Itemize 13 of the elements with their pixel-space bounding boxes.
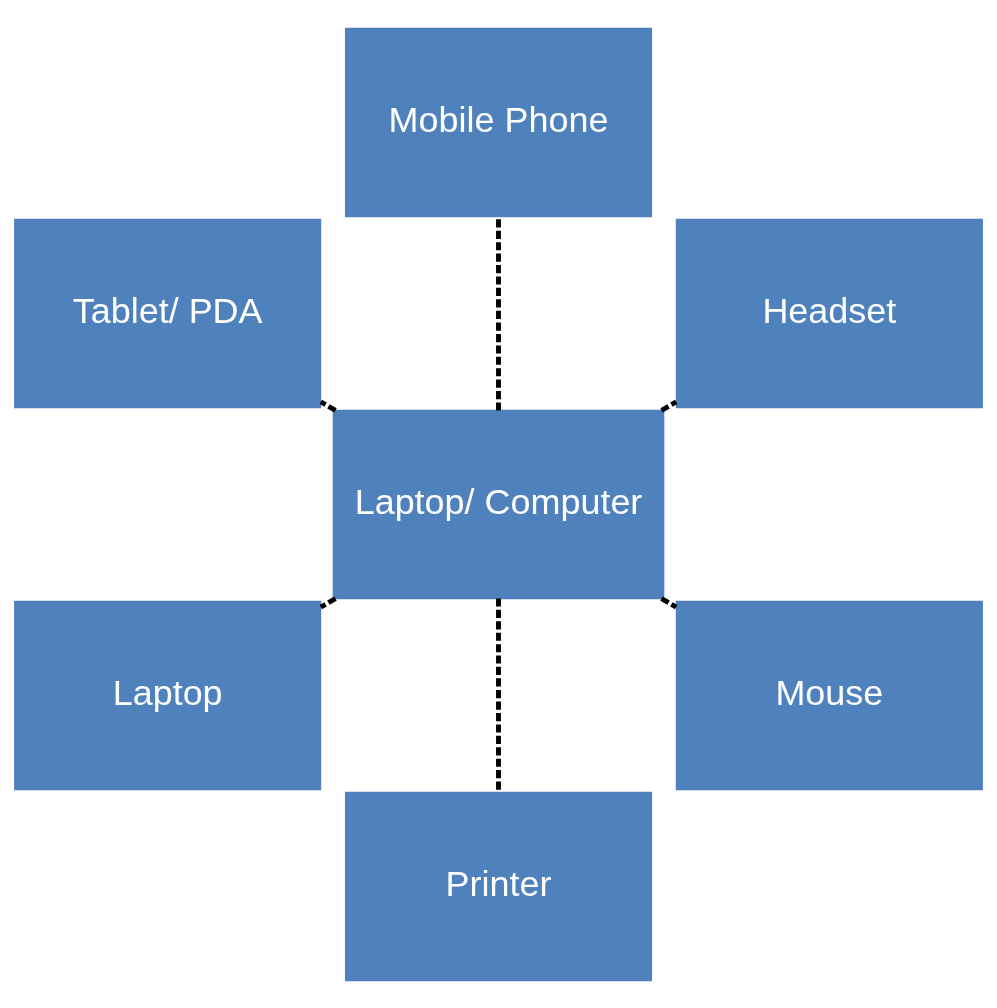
connector: [660, 596, 678, 609]
node-box: Mouse: [675, 600, 983, 790]
connector: [496, 597, 501, 792]
connector: [496, 216, 501, 411]
node-box: Laptop: [14, 600, 322, 790]
connector: [660, 399, 678, 412]
connector: [319, 399, 337, 412]
node-box: Laptop/ Computer: [332, 409, 665, 599]
node-box: Headset: [675, 218, 983, 408]
node-box: Printer: [344, 791, 653, 981]
node-box: Mobile Phone: [344, 27, 653, 217]
connector: [319, 596, 337, 609]
node-box: Tablet/ PDA: [14, 218, 322, 408]
